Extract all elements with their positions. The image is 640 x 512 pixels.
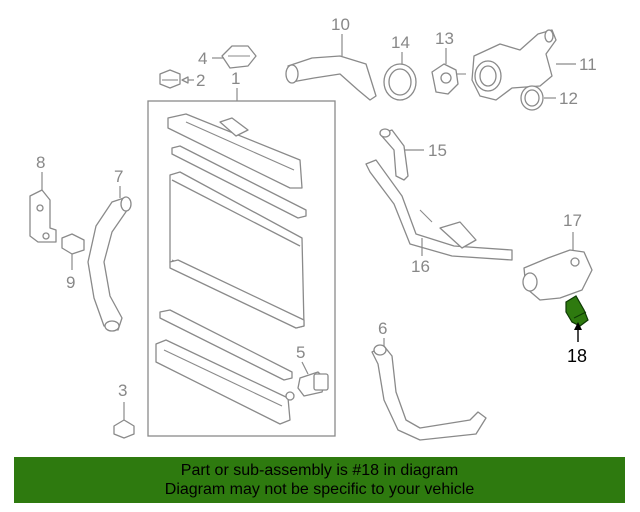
callout-4: 4 — [198, 49, 207, 68]
banner-line-2: Diagram may not be specific to your vehi… — [164, 481, 475, 498]
outlet-hose[interactable] — [371, 344, 487, 441]
banner-line-1: Part or sub-assembly is #18 in diagram — [180, 462, 459, 479]
callout-1: 1 — [231, 69, 240, 88]
callout-13: 13 — [435, 29, 454, 48]
water-bypass-pipe[interactable] — [365, 159, 513, 261]
seal-ring[interactable] — [520, 85, 544, 111]
lower-cushion[interactable] — [113, 419, 135, 439]
callout-10: 10 — [331, 15, 350, 34]
callout-2: 2 — [196, 71, 205, 90]
callout-8: 8 — [36, 153, 45, 172]
callout-16: 16 — [411, 257, 430, 276]
callout-labels: 1 2 3 4 5 6 7 8 9 10 11 12 13 14 15 16 1… — [36, 15, 597, 400]
gasket-ring[interactable] — [383, 63, 417, 101]
drain-cock[interactable] — [285, 371, 329, 401]
callout-5: 5 — [296, 343, 305, 362]
radiator-frame — [147, 100, 336, 437]
water-outlet-housing[interactable] — [471, 29, 557, 101]
water-inlet-housing[interactable] — [522, 249, 593, 301]
callout-7: 7 — [114, 167, 123, 186]
water-inlet-pipe[interactable] — [285, 55, 377, 101]
bypass-hose[interactable] — [379, 128, 409, 181]
callout-14: 14 — [391, 33, 410, 52]
callout-12: 12 — [559, 89, 578, 108]
callout-6: 6 — [378, 319, 387, 338]
callout-9: 9 — [66, 273, 75, 292]
callout-11: 11 — [579, 55, 597, 74]
inlet-hose[interactable] — [87, 196, 132, 332]
upper-cushion[interactable] — [159, 69, 181, 89]
callout-18: 18 — [567, 346, 587, 366]
leader-lines — [41, 34, 582, 420]
callout-3: 3 — [118, 381, 127, 400]
callout-15: 15 — [428, 141, 447, 160]
radiator-cap[interactable] — [221, 45, 257, 69]
parts-diagram: 1 2 3 4 5 6 7 8 9 10 11 12 13 14 15 16 1… — [29, 15, 597, 441]
hose-clamp-small[interactable] — [61, 233, 85, 255]
info-banner: Part or sub-assembly is #18 in diagram D… — [14, 457, 625, 503]
thermostat[interactable] — [431, 63, 466, 95]
radiator-bracket[interactable] — [29, 189, 57, 243]
coolant-temperature-sensor[interactable] — [565, 295, 589, 327]
radiator-assembly[interactable] — [155, 113, 307, 425]
callout-17: 17 — [563, 211, 582, 230]
